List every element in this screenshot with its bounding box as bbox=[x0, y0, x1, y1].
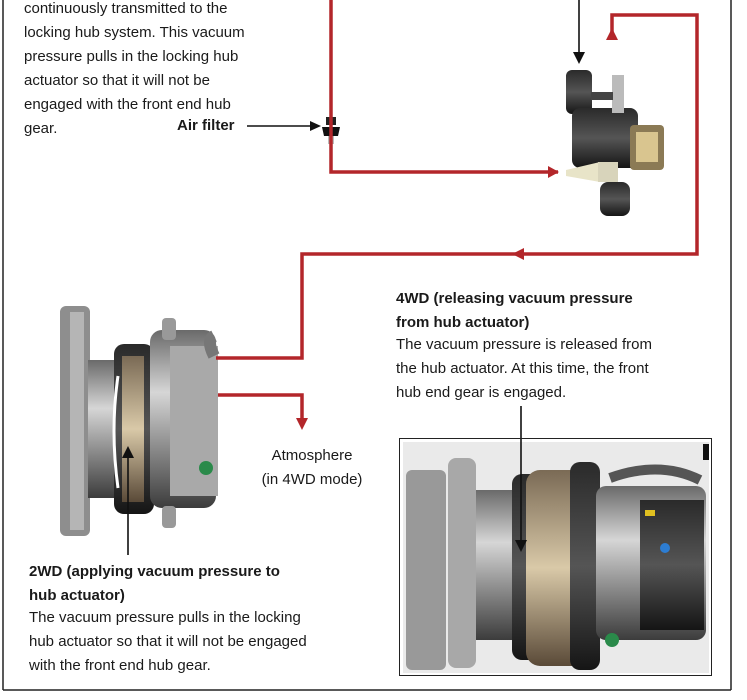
intro-line: gear. bbox=[24, 120, 58, 137]
releasing-body: The vacuum pressure is released from the… bbox=[396, 333, 726, 405]
atmosphere-line: Atmosphere bbox=[271, 447, 353, 464]
releasing-body-line: The vacuum pressure is released from bbox=[396, 336, 652, 353]
releasing-heading-line: 4WD (releasing vacuum pressure bbox=[396, 290, 633, 307]
intro-line: actuator so that it will not be bbox=[24, 72, 210, 89]
vacuum-solenoid-valve-image bbox=[566, 70, 664, 216]
vacuum-line-atmosphere bbox=[218, 393, 304, 420]
vacuum-line-valve-to-hub bbox=[216, 13, 699, 360]
intro-line: continuously transmitted to the bbox=[24, 0, 228, 17]
hub-actuator-2wd-image bbox=[60, 306, 220, 536]
hub-actuator-4wd-image bbox=[403, 442, 709, 673]
applying-heading: 2WD (applying vacuum pressure to hub act… bbox=[29, 560, 359, 608]
arrowhead-valve-up bbox=[606, 28, 618, 40]
releasing-heading: 4WD (releasing vacuum pressure from hub … bbox=[396, 287, 726, 335]
releasing-body-line: the hub actuator. At this time, the fron… bbox=[396, 360, 649, 377]
arrowhead-to-valve bbox=[548, 166, 559, 178]
atmosphere-label: Atmosphere (in 4WD mode) bbox=[248, 444, 376, 492]
arrowhead-atmosphere bbox=[296, 418, 308, 430]
atmosphere-line: (in 4WD mode) bbox=[261, 471, 363, 488]
vacuum-line-to-filter bbox=[329, 0, 558, 174]
intro-text: continuously transmitted to the locking … bbox=[24, 0, 324, 141]
applying-heading-line: 2WD (applying vacuum pressure to bbox=[29, 563, 280, 580]
inset-photo-frame bbox=[399, 438, 712, 676]
air-filter-label: Air filter bbox=[177, 117, 235, 134]
intro-line: pressure pulls in the locking hub bbox=[24, 48, 239, 65]
applying-body-line: hub actuator so that it will not be enga… bbox=[29, 633, 307, 650]
intro-line: locking hub system. This vacuum bbox=[24, 24, 245, 41]
applying-heading-line: hub actuator) bbox=[29, 587, 125, 604]
intro-line: engaged with the front end hub bbox=[24, 96, 231, 113]
arrowhead-return bbox=[512, 248, 524, 260]
applying-body-line: with the front end hub gear. bbox=[29, 657, 211, 674]
applying-body: The vacuum pressure pulls in the locking… bbox=[29, 606, 359, 678]
applying-body-line: The vacuum pressure pulls in the locking bbox=[29, 609, 301, 626]
releasing-body-line: hub end gear is engaged. bbox=[396, 384, 567, 401]
releasing-heading-line: from hub actuator) bbox=[396, 314, 530, 331]
